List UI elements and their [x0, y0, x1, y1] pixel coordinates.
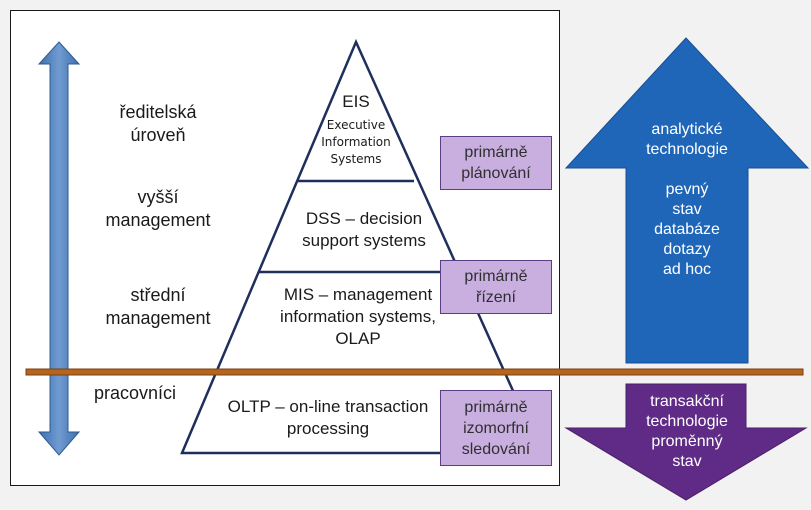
vertical-double-arrow	[37, 41, 81, 456]
box-monitoring: primárně izomorfní sledování	[440, 390, 552, 466]
eis-subtitle-line3: Systems	[330, 152, 382, 166]
level-label-upper-line1: vyšší	[137, 187, 179, 207]
eis-subtitle: Executive Information Systems	[306, 117, 406, 168]
analytic-up-arrow	[564, 37, 810, 364]
level-label-upper: vyšší management	[98, 186, 218, 232]
box-planning-line1: primárně	[464, 144, 528, 161]
level-label-middle-line1: střední	[130, 285, 186, 305]
box-monitoring-line3: sledování	[461, 440, 531, 458]
analytic-text-line8: ad hoc	[662, 261, 712, 278]
mis-label-line3: OLAP	[335, 329, 381, 348]
dss-label: DSS – decision support systems	[284, 208, 444, 252]
transactional-text-line1: transakční	[650, 393, 724, 410]
analytic-text-line4: pevný	[665, 181, 709, 198]
transactional-text-line2: technologie	[646, 413, 728, 430]
oltp-label-line1: OLTP – on-line transaction	[227, 397, 429, 416]
analytic-arrow-text: analytické technologie pevný stav databá…	[626, 120, 748, 280]
level-label-top-line1: ředitelská	[119, 102, 197, 122]
analytic-text-line5: stav	[672, 201, 702, 218]
analytic-text-line2: technologie	[646, 141, 728, 158]
level-label-middle-line2: management	[105, 308, 211, 328]
divider-line	[25, 368, 804, 376]
dss-label-line2: support systems	[302, 231, 426, 250]
transactional-text-line4: stav	[672, 453, 702, 470]
oltp-label-line2: processing	[286, 419, 370, 438]
transactional-text-line3: proměnný	[651, 433, 723, 450]
mis-label-line1: MIS – management	[283, 285, 433, 304]
box-monitoring-line2: izomorfní	[463, 419, 529, 437]
mis-label-line2: information systems,	[280, 307, 436, 326]
box-planning: primárně plánování	[440, 136, 552, 190]
level-label-top: ředitelská úroveň	[98, 101, 218, 147]
box-monitoring-line1: primárně	[464, 398, 528, 416]
eis-subtitle-line2: Information	[321, 135, 391, 149]
analytic-text-spacer	[626, 160, 748, 180]
eis-subtitle-line1: Executive	[326, 118, 386, 132]
analytic-text-line1: analytické	[651, 121, 723, 138]
pyramid	[180, 38, 543, 455]
oltp-label: OLTP – on-line transaction processing	[214, 396, 442, 440]
eis-title: EIS	[342, 92, 370, 111]
level-label-top-line2: úroveň	[130, 125, 186, 145]
dss-label-line1: DSS – decision	[305, 209, 423, 228]
box-control: primárně řízení	[440, 260, 552, 314]
mis-label: MIS – management information systems, OL…	[266, 284, 450, 350]
box-control-line2: řízení	[475, 289, 516, 306]
level-label-workers: pracovníci	[93, 383, 177, 403]
level-label-middle: střední management	[98, 284, 218, 330]
level-label-upper-line2: management	[105, 210, 211, 230]
transactional-arrow-text: transakční technologie proměnný stav	[616, 392, 758, 472]
analytic-text-line6: databáze	[654, 221, 720, 238]
analytic-text-line7: dotazy	[663, 241, 711, 258]
box-control-line1: primárně	[464, 268, 528, 285]
transactional-down-arrow	[564, 383, 808, 501]
box-planning-line2: plánování	[461, 165, 531, 182]
